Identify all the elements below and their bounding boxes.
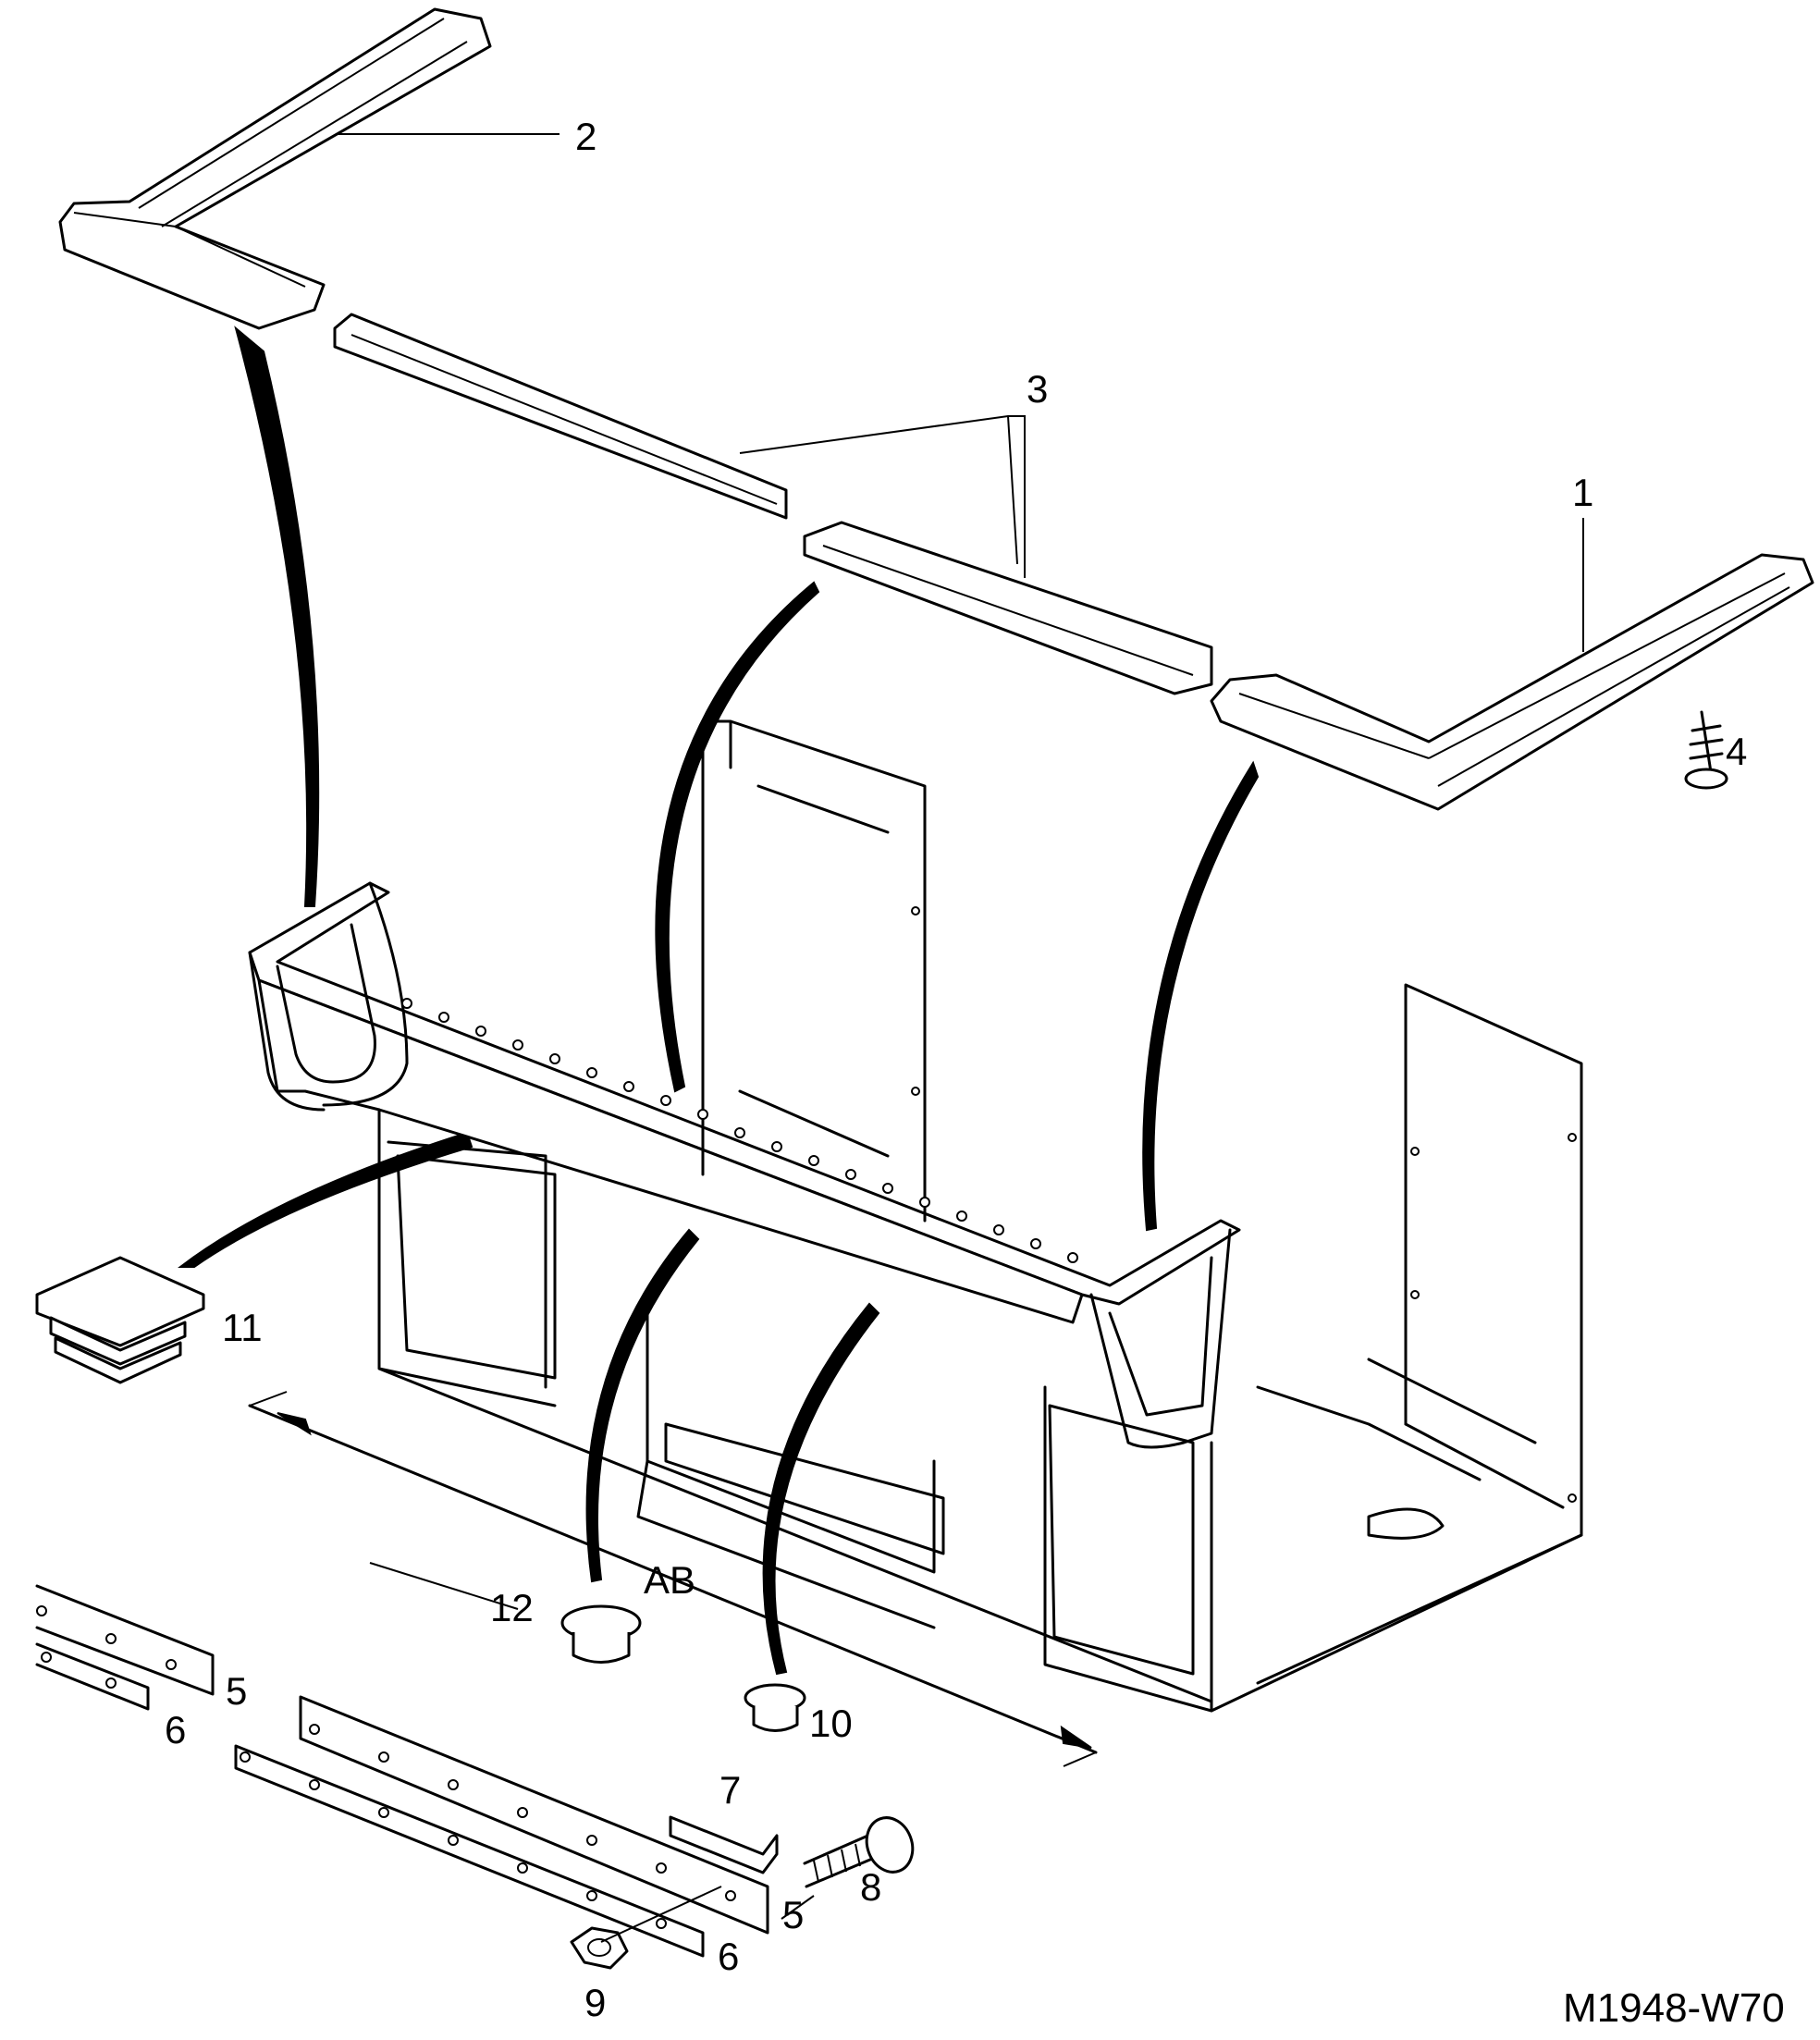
part-12-round-plug bbox=[560, 1604, 642, 1664]
part-4-screw bbox=[1684, 710, 1728, 790]
part-10-round-plug bbox=[744, 1683, 806, 1732]
callout-11: 11 bbox=[222, 1306, 263, 1349]
part-5-strip-bottom bbox=[299, 1695, 769, 1935]
dimension-label-ab: AB bbox=[644, 1558, 696, 1602]
part-9-nut bbox=[570, 1926, 629, 1970]
callout-8: 8 bbox=[860, 1865, 882, 1909]
part-6-strip-left bbox=[35, 1642, 150, 1711]
part-8-bolt bbox=[803, 1816, 915, 1888]
callout-7: 7 bbox=[719, 1768, 742, 1812]
part-3-straight-trim-left bbox=[333, 313, 788, 520]
callout-5-left: 5 bbox=[226, 1669, 248, 1713]
part-1-corner-trim-right bbox=[1210, 553, 1814, 811]
callout-6-left: 6 bbox=[165, 1708, 187, 1751]
part-11-rectangular-plug bbox=[35, 1256, 205, 1384]
callout-12: 12 bbox=[490, 1586, 534, 1629]
part-7-angle-bracket bbox=[669, 1815, 779, 1874]
callout-2: 2 bbox=[575, 115, 597, 158]
leader-lines bbox=[338, 133, 1584, 1943]
part-3-straight-trim-right bbox=[803, 521, 1213, 695]
callout-3: 3 bbox=[1027, 367, 1049, 411]
dimension-ab bbox=[248, 1391, 1098, 1767]
callout-4: 4 bbox=[1726, 730, 1748, 773]
callout-5-bottom: 5 bbox=[782, 1893, 805, 1936]
part-5-strip-left bbox=[35, 1584, 215, 1696]
frame-assembly bbox=[248, 719, 1583, 1713]
drawing-id: M1948-W70 bbox=[1563, 1985, 1785, 2031]
callout-6-bottom: 6 bbox=[718, 1935, 740, 1978]
callout-1: 1 bbox=[1572, 471, 1594, 514]
callout-9: 9 bbox=[584, 1981, 607, 2024]
part-2-corner-trim-left bbox=[58, 7, 492, 330]
callout-10: 10 bbox=[809, 1702, 853, 1745]
part-6-strip-bottom bbox=[234, 1744, 705, 1958]
